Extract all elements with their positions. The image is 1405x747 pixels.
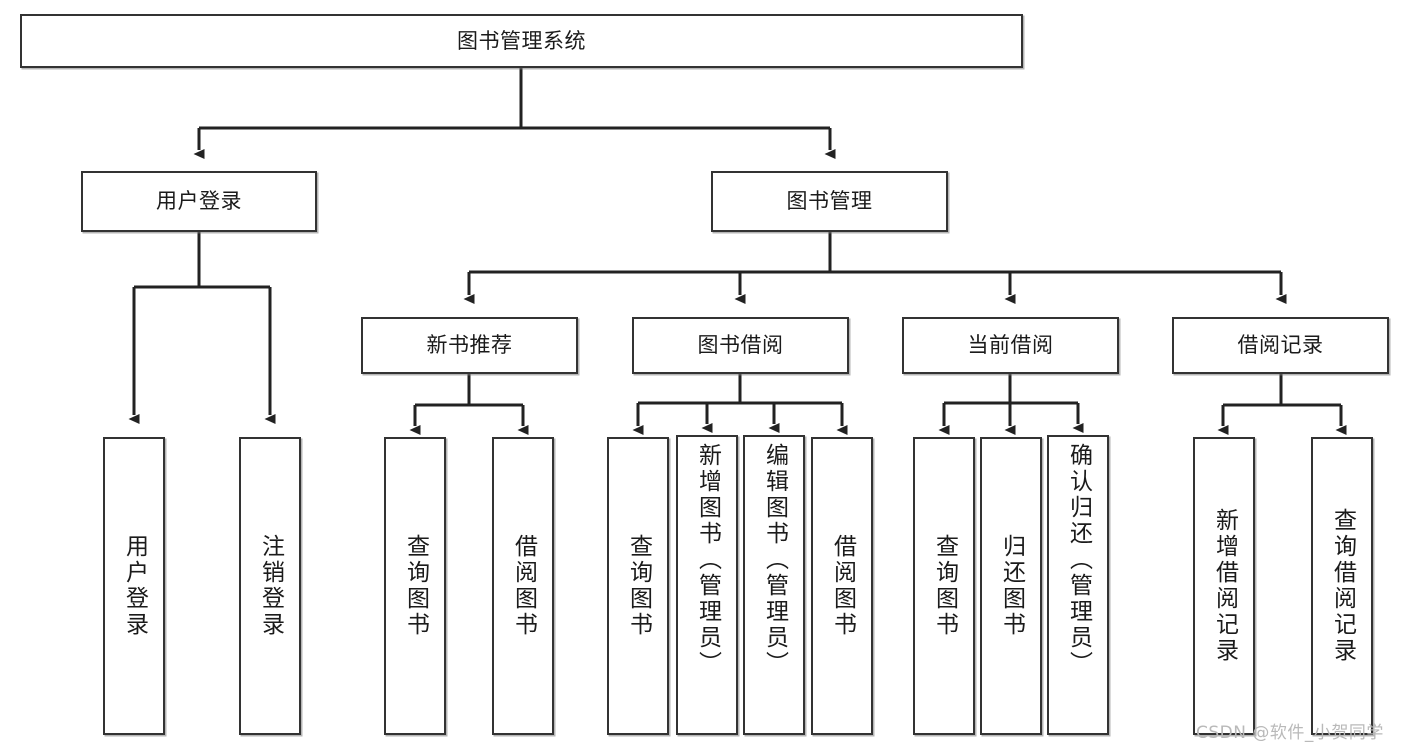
node-leaf-edit-book[interactable]: 编辑图书（管理员） — [743, 435, 805, 735]
node-leaf-query-record[interactable]: 查询借阅记录 — [1311, 437, 1373, 735]
node-user-login-label: 用户登录 — [156, 189, 242, 214]
node-leaf-user-login[interactable]: 用户登录 — [103, 437, 165, 735]
node-leaf-query-book-2[interactable]: 查询图书 — [607, 437, 669, 735]
node-current-borrow-label: 当前借阅 — [967, 333, 1054, 358]
node-leaf-confirm-return[interactable]: 确认归还（管理员） — [1047, 435, 1109, 735]
node-leaf-borrow-book-2[interactable]: 借阅图书 — [811, 437, 873, 735]
node-leaf-edit-book-label: 编辑图书（管理员） — [761, 443, 788, 677]
node-leaf-confirm-return-label: 确认归还（管理员） — [1065, 443, 1092, 677]
node-leaf-query-book-3-label: 查询图书 — [931, 534, 958, 638]
node-new-book-recommend[interactable]: 新书推荐 — [361, 317, 578, 374]
node-borrow-record-label: 借阅记录 — [1237, 333, 1324, 358]
node-root-label: 图书管理系统 — [457, 28, 586, 53]
node-leaf-query-record-label: 查询借阅记录 — [1329, 508, 1356, 664]
node-current-borrow[interactable]: 当前借阅 — [902, 317, 1119, 374]
node-leaf-borrow-book-1[interactable]: 借阅图书 — [492, 437, 554, 735]
node-root[interactable]: 图书管理系统 — [20, 14, 1023, 68]
node-leaf-add-record-label: 新增借阅记录 — [1211, 508, 1238, 664]
node-leaf-user-logout-label: 注销登录 — [257, 534, 284, 638]
node-leaf-add-book-label: 新增图书（管理员） — [694, 443, 721, 677]
node-leaf-query-book-1[interactable]: 查询图书 — [384, 437, 446, 735]
csdn-watermark: CSDN @软件_小贺同学 — [1196, 723, 1384, 743]
node-leaf-add-book[interactable]: 新增图书（管理员） — [676, 435, 738, 735]
node-book-borrow[interactable]: 图书借阅 — [632, 317, 849, 374]
node-book-borrow-label: 图书借阅 — [697, 333, 784, 358]
node-book-management-label: 图书管理 — [786, 189, 873, 214]
node-leaf-query-book-1-label: 查询图书 — [402, 534, 429, 638]
node-new-book-recommend-label: 新书推荐 — [426, 333, 513, 358]
node-leaf-return-book-label: 归还图书 — [998, 534, 1025, 638]
node-borrow-record[interactable]: 借阅记录 — [1172, 317, 1389, 374]
node-leaf-borrow-book-1-label: 借阅图书 — [510, 534, 537, 638]
node-user-login[interactable]: 用户登录 — [81, 171, 317, 232]
node-leaf-add-record[interactable]: 新增借阅记录 — [1193, 437, 1255, 735]
node-leaf-query-book-3[interactable]: 查询图书 — [913, 437, 975, 735]
node-leaf-borrow-book-2-label: 借阅图书 — [829, 534, 856, 638]
node-leaf-query-book-2-label: 查询图书 — [625, 534, 652, 638]
node-leaf-user-login-label: 用户登录 — [121, 534, 148, 638]
node-leaf-user-logout[interactable]: 注销登录 — [239, 437, 301, 735]
node-book-management[interactable]: 图书管理 — [711, 171, 948, 232]
node-leaf-return-book[interactable]: 归还图书 — [980, 437, 1042, 735]
